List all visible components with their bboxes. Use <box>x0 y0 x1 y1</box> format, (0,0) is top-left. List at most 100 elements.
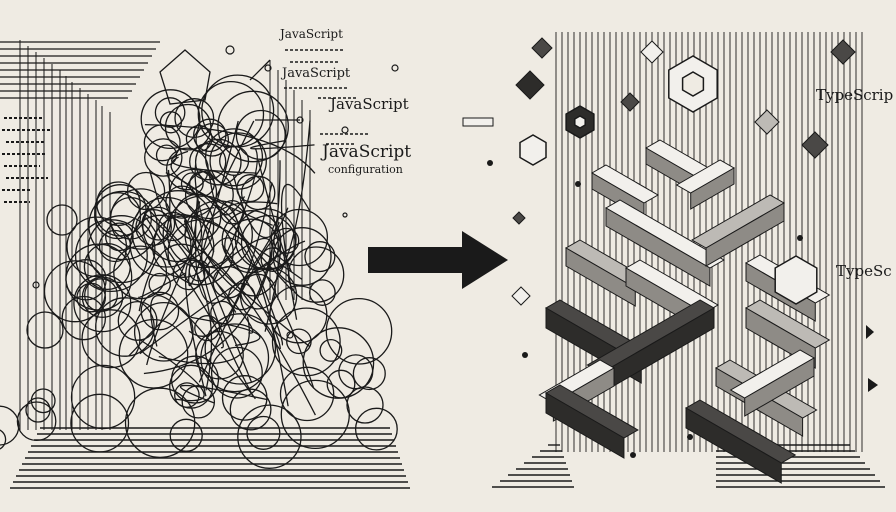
tangle-loop <box>0 405 20 446</box>
triangle-icon <box>866 325 874 339</box>
tangle-loop <box>140 291 180 331</box>
tangle-curve <box>232 174 289 239</box>
tangle-loop <box>217 90 289 163</box>
tangled-lines-icon <box>0 49 398 469</box>
tangle-loop <box>169 418 203 452</box>
tangle-loop <box>117 300 158 341</box>
diamond-icon <box>512 211 526 225</box>
tangle-loop <box>73 274 132 333</box>
js-label-4: JavaScript <box>320 142 411 162</box>
floating-shapes <box>462 37 878 458</box>
block-side <box>605 207 711 287</box>
block-side <box>685 407 782 484</box>
tangle-loop <box>0 429 7 450</box>
tangle-curve <box>221 243 281 350</box>
dot <box>296 116 304 124</box>
tangle-curve <box>138 243 316 416</box>
diamond-icon <box>754 109 780 135</box>
tangle-curve <box>194 164 215 253</box>
tangle-loop <box>338 354 374 390</box>
dot <box>264 64 272 72</box>
dot <box>32 281 40 289</box>
isometric-blocks-icon <box>538 139 831 484</box>
tangle-loop <box>74 219 148 293</box>
tangle-loop <box>237 404 302 469</box>
tangle-loop <box>16 401 57 442</box>
tangle-loop <box>194 138 242 186</box>
tangle-loop <box>286 328 312 355</box>
tangle-curve <box>200 237 289 407</box>
tangle-curve <box>190 316 261 347</box>
block-side <box>690 167 735 210</box>
tangle-loop <box>66 216 128 278</box>
tangle-curve <box>128 237 273 357</box>
tangle-curve <box>143 160 281 375</box>
tangle-loop <box>172 257 206 291</box>
tangle-curve <box>208 171 246 216</box>
tangle-curve <box>139 338 205 402</box>
tangle-loop <box>95 297 155 357</box>
tangle-curve <box>149 169 171 219</box>
dot <box>286 331 294 339</box>
tangle-loop <box>246 415 281 450</box>
tangle-loop <box>209 132 267 190</box>
tangle-curve <box>162 213 303 280</box>
ring <box>46 204 78 236</box>
tangle-loop <box>43 260 106 323</box>
tangle-loop <box>141 206 176 241</box>
dot <box>687 434 693 440</box>
diamond-icon <box>515 70 545 100</box>
tangle-loop <box>319 338 343 362</box>
tangle-curve <box>190 206 311 348</box>
tangle-loop <box>83 242 131 291</box>
tangle-loop <box>144 138 183 177</box>
tangle-loop <box>148 272 171 296</box>
dot <box>391 64 399 72</box>
block-side <box>705 202 785 267</box>
tangle-loop <box>271 307 341 377</box>
tangle-loop <box>180 172 204 196</box>
diamond-icon <box>620 92 640 112</box>
tangle-loop <box>154 97 186 128</box>
right-stair-base <box>492 444 885 488</box>
tangle-loop <box>140 89 201 150</box>
tangle-curve <box>170 150 258 174</box>
arrow-right-icon <box>368 231 508 289</box>
tangle-loop <box>304 241 336 273</box>
dot <box>797 235 803 241</box>
tangle-loop <box>272 227 332 286</box>
dot <box>575 181 581 187</box>
tangle-curve <box>182 120 311 297</box>
dot <box>225 45 235 55</box>
tangle-curve <box>188 182 273 337</box>
left-dots <box>32 45 399 339</box>
tangle-loop <box>70 393 130 453</box>
dot <box>630 452 636 458</box>
diamond-icon <box>511 286 531 306</box>
ts-label-2: TypeSc <box>836 262 892 280</box>
tangle-loop <box>235 109 286 160</box>
tangle-loop <box>159 111 183 134</box>
tangle-loop <box>195 122 230 157</box>
tangle-curve <box>143 212 213 391</box>
diamond-icon <box>531 37 553 59</box>
tangle-loop <box>204 128 264 187</box>
diamond-icon <box>830 39 856 65</box>
tangle-loop <box>174 382 200 408</box>
ring <box>26 311 64 349</box>
tangle-loop <box>131 196 203 268</box>
tangle-loop <box>126 171 166 211</box>
js-label-1: JavaScript <box>278 27 343 41</box>
tangle-loop <box>170 355 220 404</box>
tangle-loop <box>354 407 398 451</box>
hexagon-icon <box>574 115 586 129</box>
tangle-curve <box>213 148 258 281</box>
tangle-curve <box>139 240 306 355</box>
tangle-loop <box>189 143 227 181</box>
configuration-label: configuration <box>328 163 403 176</box>
tangle-loop <box>105 222 134 252</box>
hexagon-icon <box>681 71 705 97</box>
block-side <box>565 247 636 307</box>
